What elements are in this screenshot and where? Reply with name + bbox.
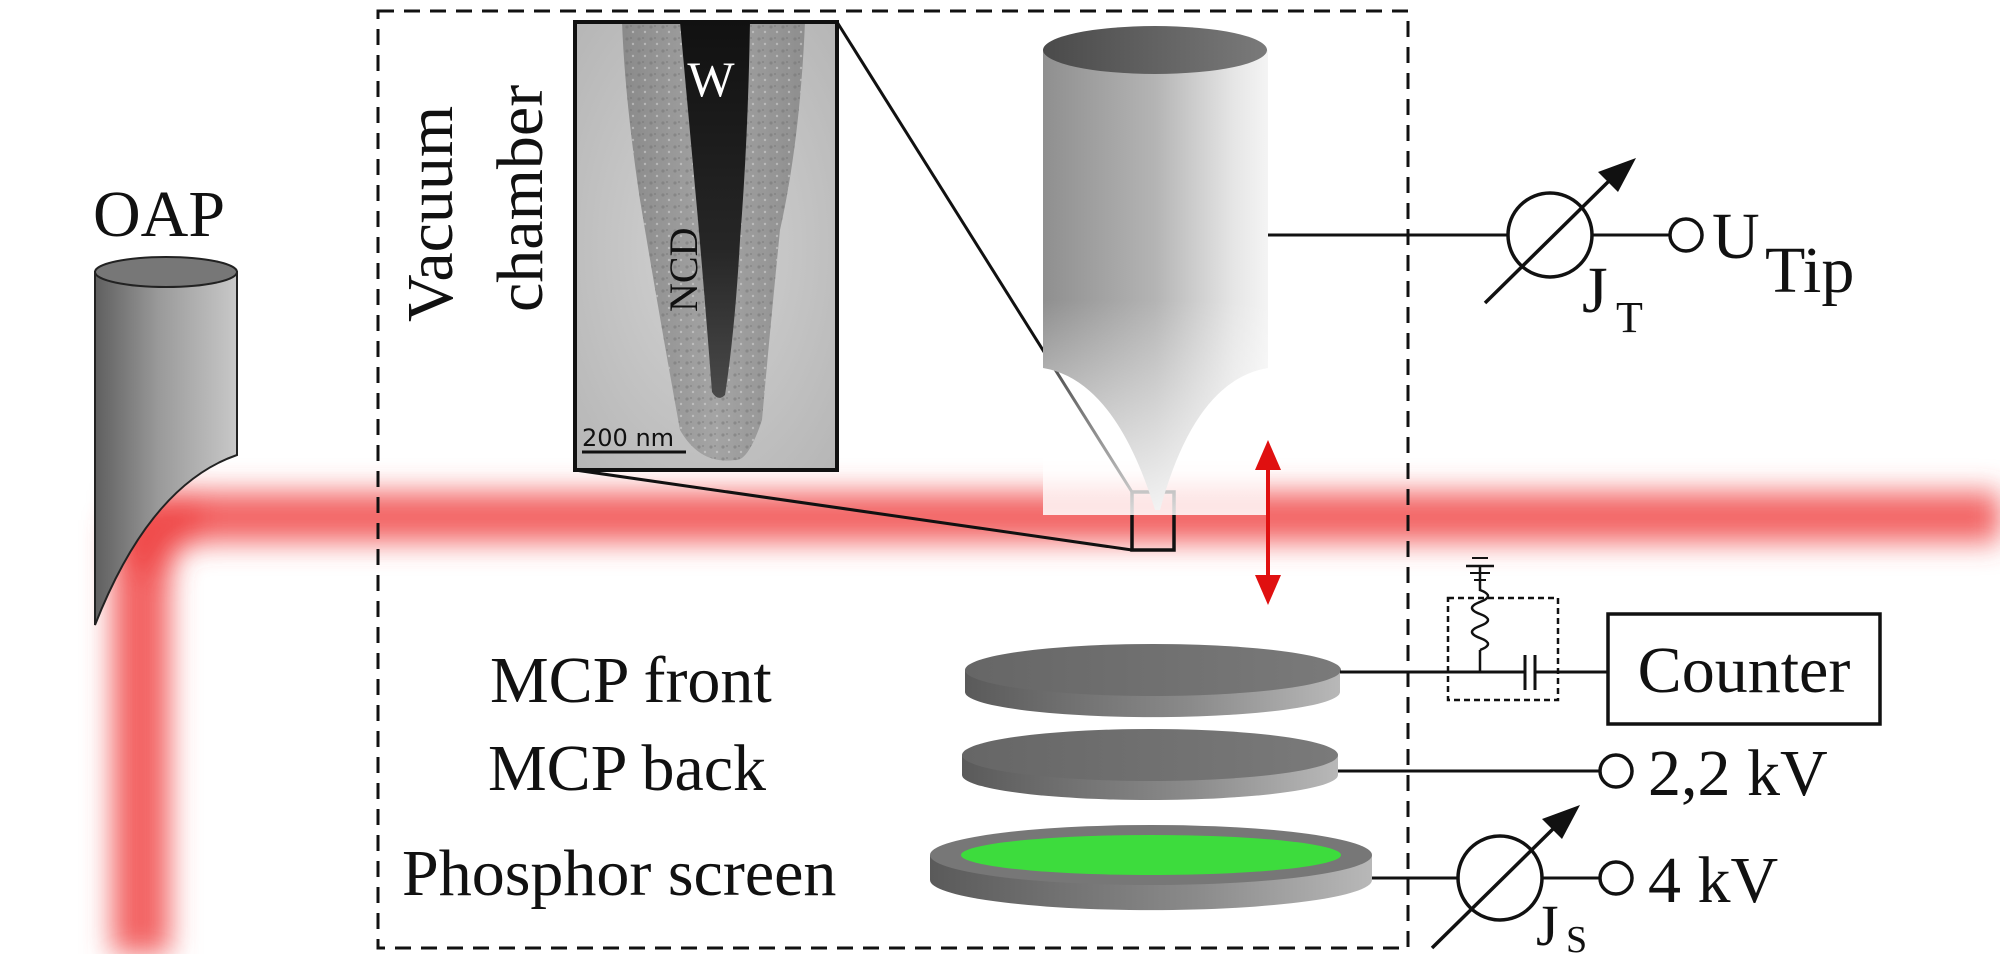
ammeter-screen-icon — [1430, 805, 1580, 950]
scale-bar-label: 200 nm — [582, 424, 674, 452]
w-label: W — [687, 51, 735, 107]
chamber-label: chamber — [484, 85, 557, 312]
ncd-label: NCD — [661, 228, 706, 312]
js-j-label: J — [1536, 893, 1559, 954]
ammeter-tip-icon — [1483, 158, 1636, 305]
u-label: U — [1712, 200, 1760, 273]
counter-label: Counter — [1638, 634, 1851, 707]
mcp-back-plate — [962, 729, 1338, 800]
polarization-arrow — [1255, 440, 1281, 605]
mcp-back-circuit — [1338, 753, 1634, 789]
tem-micrograph-inset — [573, 20, 839, 472]
terminal-back-icon — [1598, 753, 1634, 789]
jt-j-label: J — [1582, 254, 1608, 327]
counter-circuit — [1340, 557, 1608, 702]
resistor-icon — [1470, 580, 1490, 652]
voltage-back-label: 2,2 kV — [1648, 737, 1828, 810]
mcp-back-label: MCP back — [488, 732, 766, 805]
mcp-front-plate — [965, 644, 1341, 718]
js-sub-label: S — [1566, 919, 1587, 954]
phosphor-screen — [930, 825, 1372, 911]
tip-circuit — [1268, 158, 1704, 305]
mcp-front-label: MCP front — [490, 644, 772, 717]
oap-mirror — [94, 256, 238, 626]
terminal-screen-icon — [1598, 860, 1634, 896]
screen-circuit — [1372, 805, 1634, 950]
ground-icon — [1466, 557, 1494, 581]
jt-sub-label: T — [1616, 293, 1643, 342]
tungsten-tip — [1043, 26, 1268, 515]
voltage-screen-label: 4 kV — [1648, 844, 1778, 917]
tip-label: Tip — [1765, 234, 1854, 307]
counter-box — [1606, 612, 1882, 726]
oap-label: OAP — [93, 178, 225, 251]
phosphor-screen-label: Phosphor screen — [402, 837, 836, 910]
vacuum-label: Vacuum — [394, 106, 467, 322]
vacuum-chamber-box — [376, 9, 1410, 950]
capacitor-icon — [1523, 655, 1537, 690]
terminal-tip-icon — [1668, 217, 1704, 253]
bias-tee-box — [1446, 596, 1560, 702]
